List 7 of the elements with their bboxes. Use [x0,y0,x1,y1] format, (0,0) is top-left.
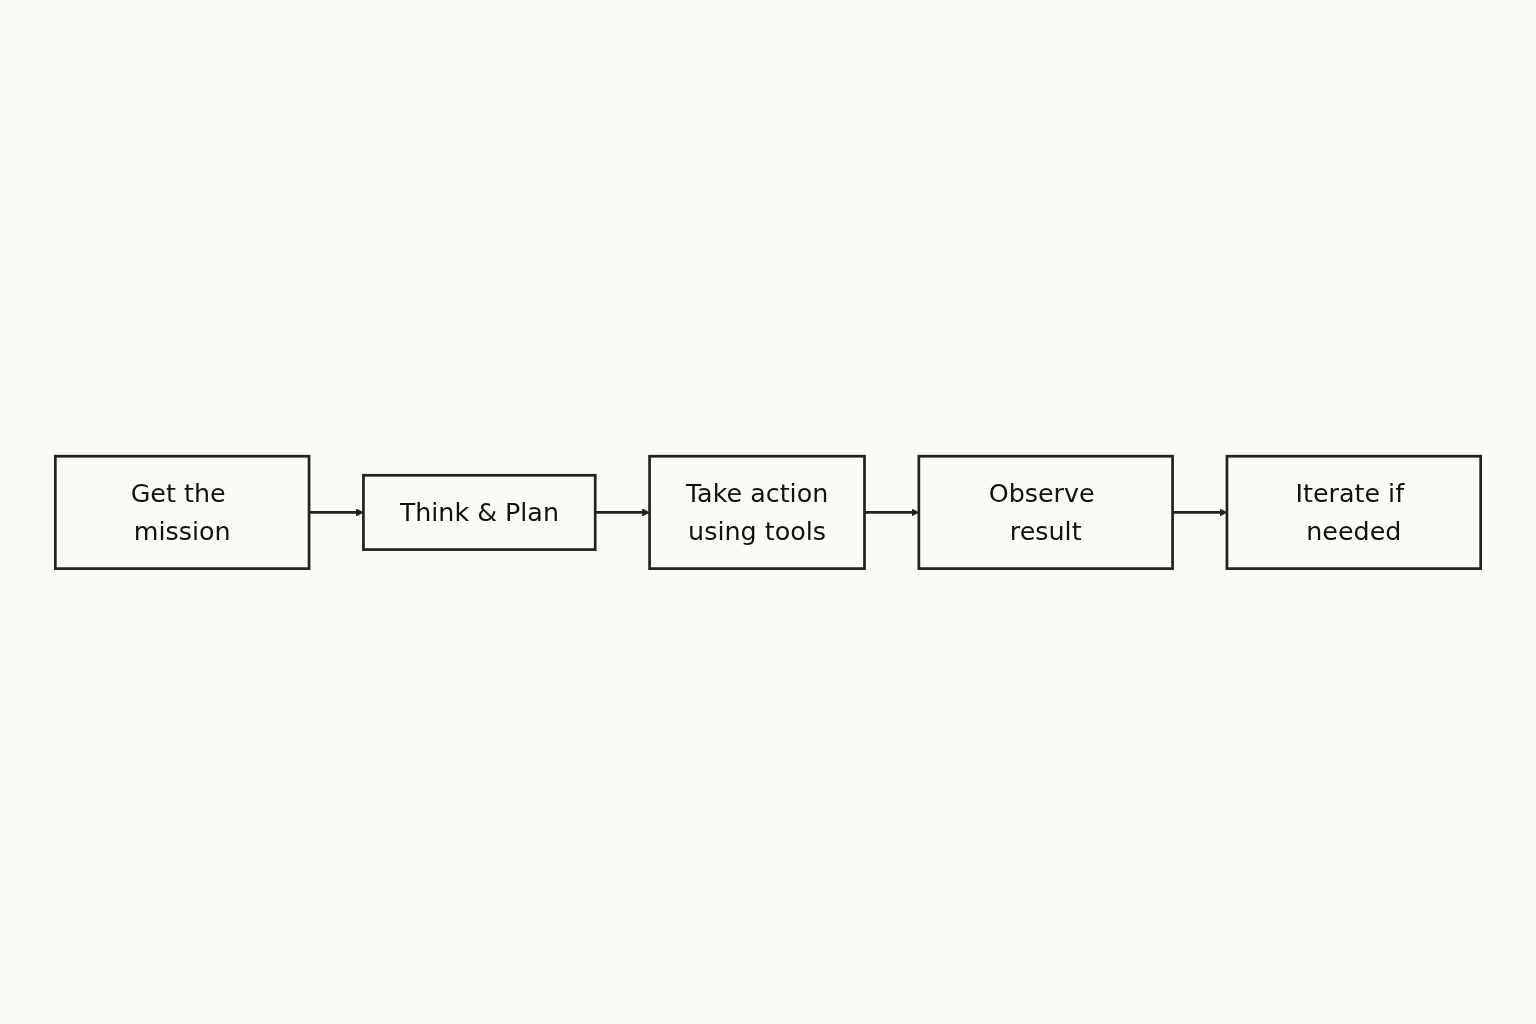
node-box: Get the mission [54,454,311,570]
node-box: Think & Plan [362,473,597,551]
arrow [309,508,364,516]
node-box: Take action using tools [648,454,866,570]
arrow [595,508,650,516]
node-box: Observe result [917,454,1174,570]
node-box: Iterate if needed [1225,454,1482,570]
